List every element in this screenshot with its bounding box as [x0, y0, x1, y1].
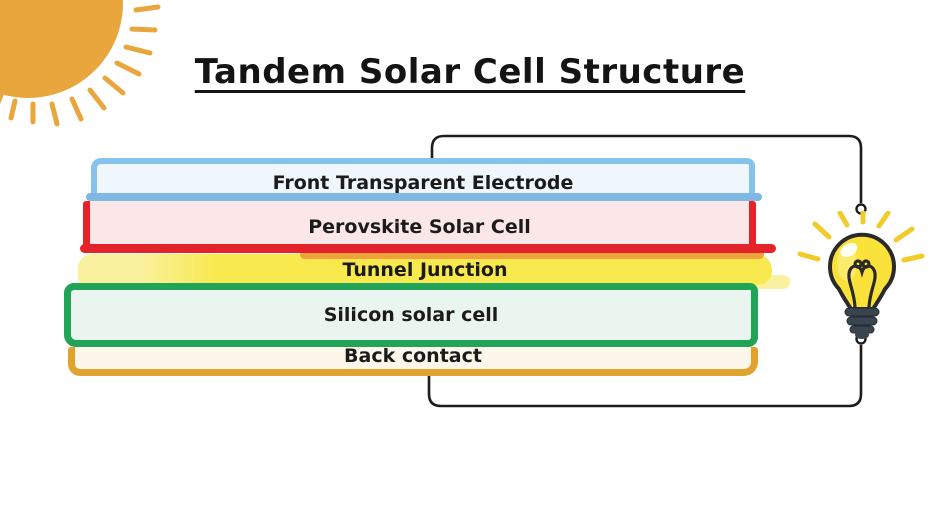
circuit-wire-bottom — [427, 345, 863, 408]
layer-back-contact: Back contact — [68, 345, 758, 376]
layer-label-back-contact: Back contact — [344, 345, 482, 367]
circuit-wire-top — [430, 134, 863, 203]
sun-rays — [0, 4, 161, 127]
tunnel-junction-top-streak — [300, 250, 764, 259]
layer-label-front-transparent-electrode: Front Transparent Electrode — [272, 171, 574, 194]
layer-label-tunnel-junction: Tunnel Junction — [342, 258, 508, 281]
sun-icon — [0, 0, 161, 127]
layer-label-perovskite: Perovskite Solar Cell — [308, 216, 531, 238]
layer-tunnel-junction: Tunnel Junction — [78, 254, 772, 285]
layer-silicon: Silicon solar cell — [64, 283, 758, 347]
bulb-rays — [797, 211, 925, 263]
sun-disc — [0, 0, 123, 98]
layer-label-silicon: Silicon solar cell — [323, 304, 499, 326]
bulb-filament — [847, 259, 877, 309]
perovskite-bottom-stroke — [80, 244, 776, 253]
bulb-highlight — [840, 243, 858, 257]
front-electrode-bottom-stroke — [86, 193, 762, 201]
light-bulb-icon — [797, 211, 925, 339]
bulb-base — [844, 307, 880, 339]
page-title: Tandem Solar Cell Structure — [194, 52, 746, 92]
